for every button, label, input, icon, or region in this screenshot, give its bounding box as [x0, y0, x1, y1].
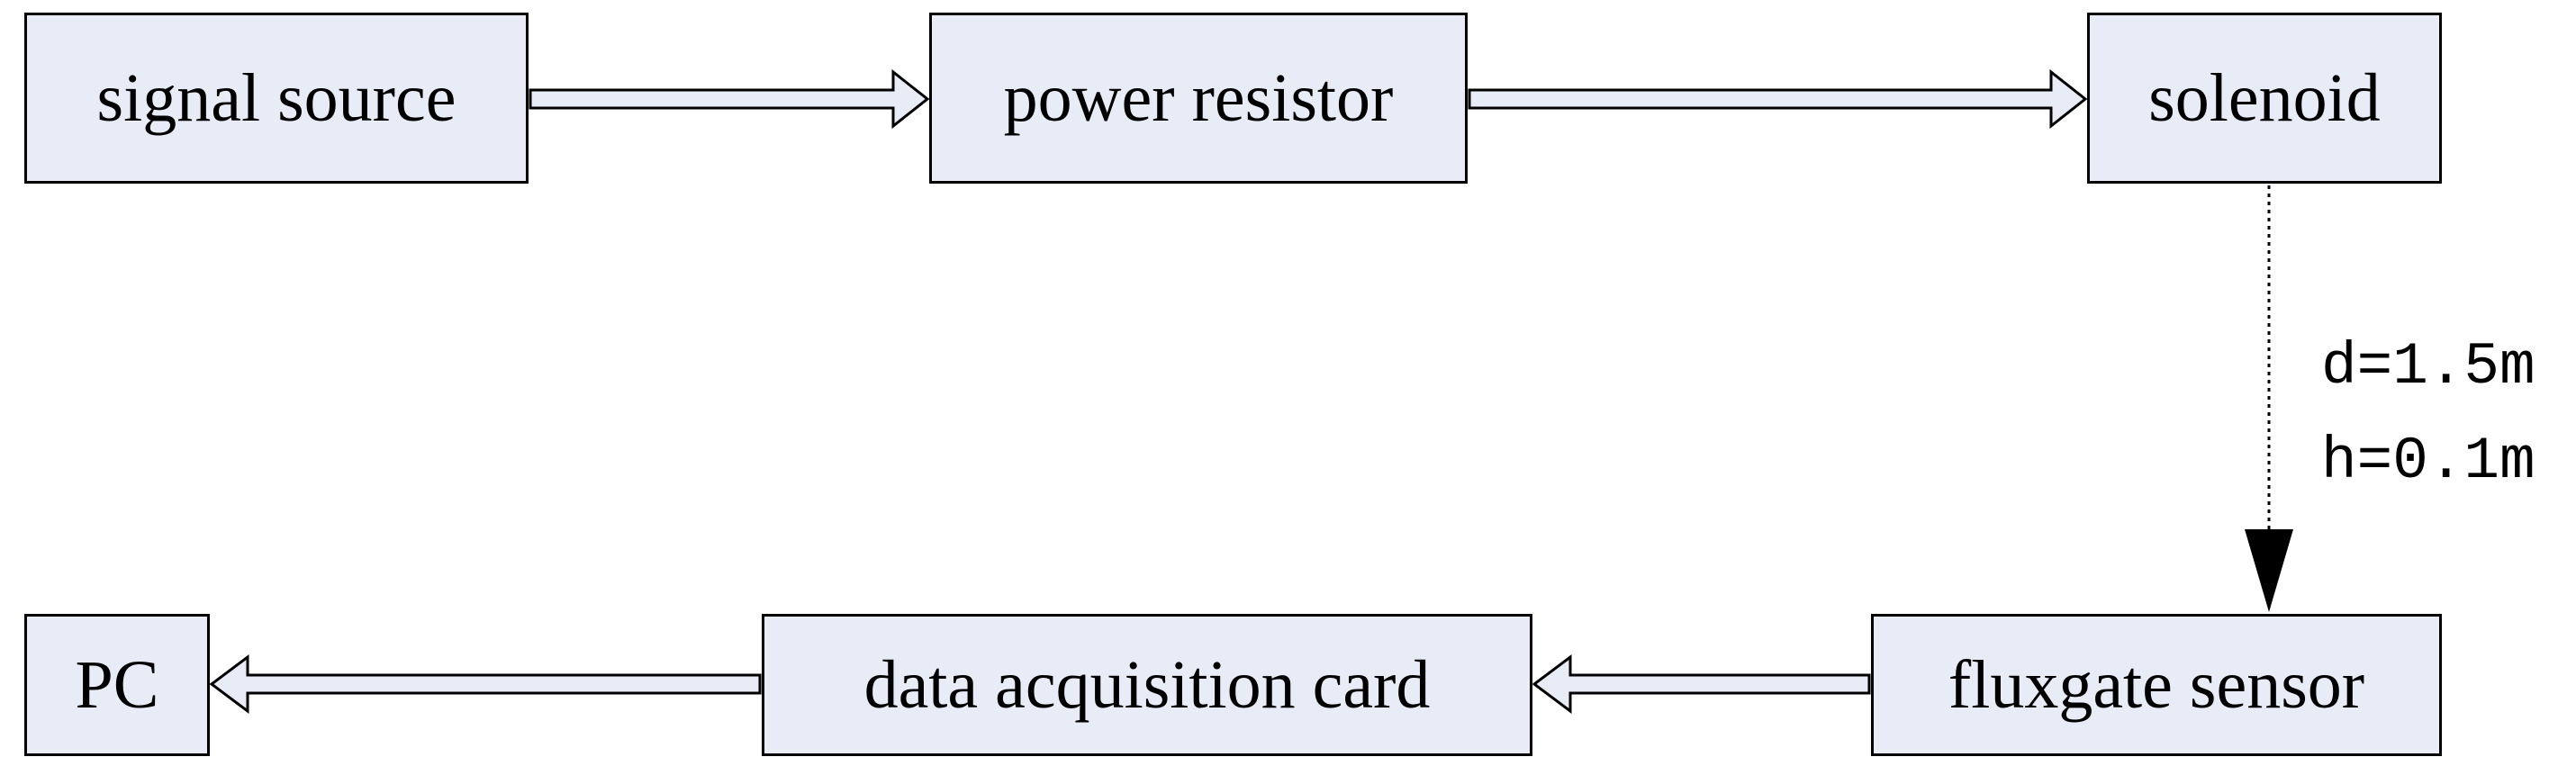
- arrow-daq-to-pc: [209, 654, 762, 714]
- power-resistor-block: power resistor: [929, 13, 1468, 184]
- arrow-resistor-to-solenoid: [1468, 68, 2088, 130]
- fluxgate-sensor-label: fluxgate sensor: [1948, 646, 2365, 723]
- signal-source-label: signal source: [96, 59, 456, 136]
- solenoid-label: solenoid: [2148, 59, 2381, 136]
- distance-annotation: d=1.5m: [2321, 333, 2535, 401]
- pc-block: PC: [24, 614, 210, 756]
- fluxgate-sensor-block: fluxgate sensor: [1871, 614, 2442, 756]
- signal-source-block: signal source: [24, 13, 529, 184]
- pc-label: PC: [75, 646, 159, 723]
- arrow-fluxgate-to-daq: [1532, 654, 1871, 714]
- data-acquisition-card-label: data acquisition card: [863, 646, 1431, 723]
- solenoid-block: solenoid: [2087, 13, 2442, 184]
- height-annotation: h=0.1m: [2321, 428, 2535, 495]
- power-resistor-label: power resistor: [1003, 59, 1394, 136]
- data-acquisition-card-block: data acquisition card: [762, 614, 1532, 756]
- arrow-signal-to-resistor: [529, 68, 930, 130]
- arrow-solenoid-to-fluxgate: [2245, 185, 2293, 612]
